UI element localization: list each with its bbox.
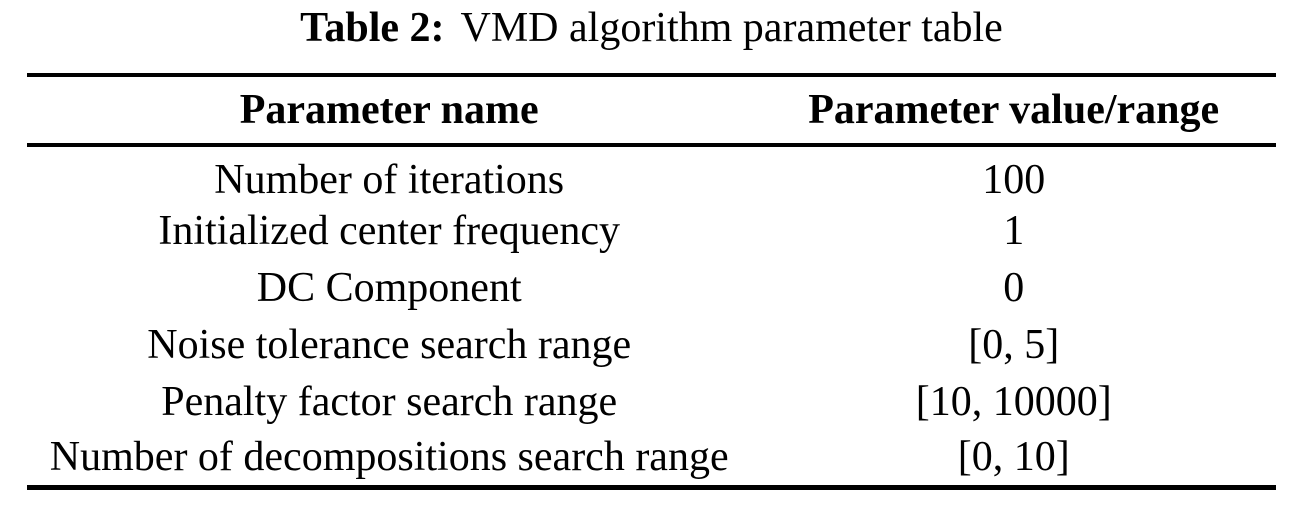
column-header-parameter-value-range: Parameter value/range: [751, 75, 1276, 147]
parameter-name-cell: Number of decompositions search range: [49, 434, 729, 481]
parameter-name-cell: Penalty factor search range: [161, 378, 618, 425]
header-row: Parameter name Parameter value/range: [27, 75, 1276, 147]
table-caption-title: VMD algorithm parameter table: [460, 5, 1003, 51]
table-row: Initialized center frequency 1: [27, 202, 1276, 259]
parameter-value-cell: [10, 10000]: [915, 378, 1112, 425]
vmd-parameter-table: Parameter name Parameter value/range Num…: [27, 73, 1276, 490]
parameter-value-cell: [0, 10]: [957, 434, 1070, 481]
table-caption: Table 2: VMD algorithm parameter table: [0, 0, 1303, 73]
parameter-value-cell: 1: [1003, 207, 1025, 254]
table-caption-label: Table 2:: [300, 5, 445, 51]
table-row: Noise tolerance search range [0, 5]: [27, 316, 1276, 373]
parameter-name-cell: Number of iterations: [214, 156, 565, 203]
parameter-name-cell: Noise tolerance search range: [147, 321, 632, 368]
parameter-name-cell: Initialized center frequency: [158, 207, 621, 254]
table-row: Penalty factor search range [10, 10000]: [27, 373, 1276, 430]
parameter-value-cell: 0: [1003, 264, 1025, 311]
parameter-value-cell: 100: [982, 156, 1046, 203]
parameter-name-cell: DC Component: [256, 264, 522, 311]
table-row: DC Component 0: [27, 259, 1276, 316]
column-header-parameter-name: Parameter name: [27, 75, 752, 147]
table-body: Number of iterations 100 Initialized cen…: [27, 145, 1276, 487]
table-header: Parameter name Parameter value/range: [27, 75, 1276, 147]
parameter-value-cell: [0, 5]: [968, 321, 1060, 368]
table-row: Number of iterations 100: [27, 145, 1276, 202]
table-row: Number of decompositions search range [0…: [27, 430, 1276, 487]
